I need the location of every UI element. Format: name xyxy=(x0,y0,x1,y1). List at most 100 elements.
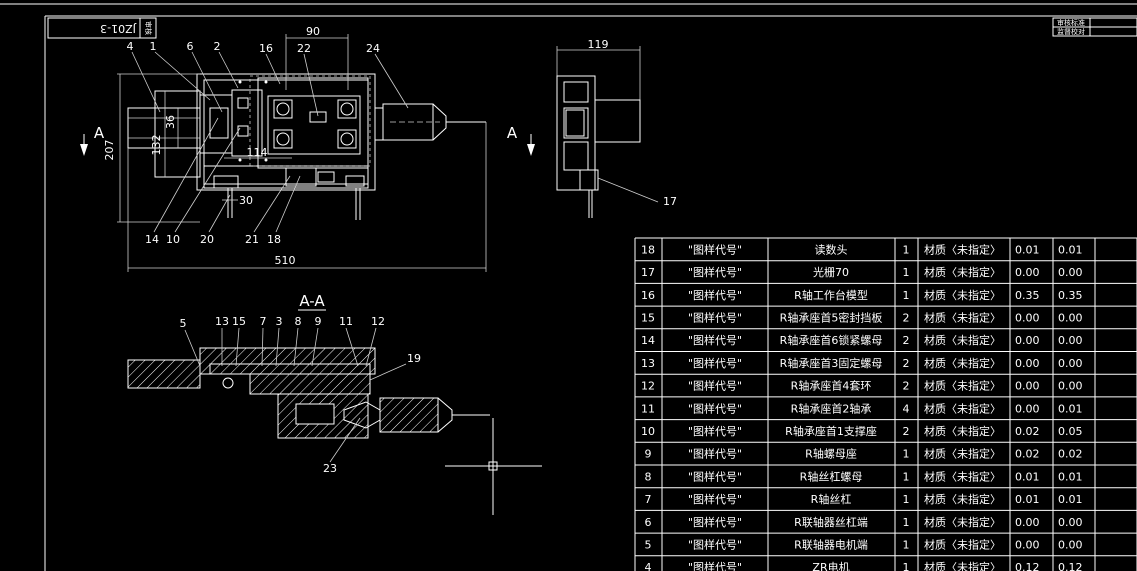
bom-cell-no: 6 xyxy=(645,516,652,529)
bom-cell-qty: 2 xyxy=(903,311,910,324)
balloon-7: 7 xyxy=(260,315,267,328)
bom-cell-w1: 0.00 xyxy=(1015,402,1040,415)
title-block-corner: 审核标准 监督校对 xyxy=(1052,17,1137,37)
bom-cell-w2: 0.05 xyxy=(1058,425,1083,438)
bom-cell-w2: 0.01 xyxy=(1058,470,1083,483)
dim-36: 36 xyxy=(164,115,177,129)
bom-cell-no: 10 xyxy=(641,425,655,438)
bom-cell-qty: 1 xyxy=(903,266,910,279)
balloon-6: 6 xyxy=(187,40,194,53)
dim-90: 90 xyxy=(306,25,320,38)
bom-cell-qty: 1 xyxy=(903,561,910,571)
balloon-24: 24 xyxy=(366,42,380,55)
bom-cell-code: "图样代号" xyxy=(688,447,742,461)
balloon-15: 15 xyxy=(232,315,246,328)
balloon-21: 21 xyxy=(245,233,259,246)
bom-cell-w1: 0.00 xyxy=(1015,516,1040,529)
bom-cell-code: "图样代号" xyxy=(688,288,742,302)
bom-cell-w2: 0.01 xyxy=(1058,402,1083,415)
section-mark-right: A xyxy=(507,124,518,142)
balloon-13: 13 xyxy=(215,315,229,328)
bom-cell-code: "图样代号" xyxy=(688,356,742,370)
bom-cell-code: "图样代号" xyxy=(688,401,742,415)
bom-cell-mat: 材质〈未指定〉 xyxy=(924,401,1001,415)
bom-cell-w2: 0.00 xyxy=(1058,538,1083,551)
bom-cell-w1: 0.02 xyxy=(1015,448,1040,461)
section-title: A-A xyxy=(299,292,325,310)
bom-cell-no: 14 xyxy=(641,334,655,347)
bom-cell-no: 13 xyxy=(641,357,655,370)
bom-cell-name: R轴丝杠 xyxy=(811,492,852,506)
bom-cell-name: R联轴器丝杠端 xyxy=(794,515,868,529)
bom-cell-name: R轴承座首5密封挡板 xyxy=(780,310,883,324)
bom-cell-mat: 材质〈未指定〉 xyxy=(924,515,1001,529)
drawing-code: JZ01-3 xyxy=(100,22,137,35)
bom-cell-w2: 0.00 xyxy=(1058,357,1083,370)
balloon-22: 22 xyxy=(297,42,311,55)
balloon-11: 11 xyxy=(339,315,353,328)
bom-cell-code: "图样代号" xyxy=(688,333,742,347)
bom-cell-no: 17 xyxy=(641,266,655,279)
bom-cell-no: 12 xyxy=(641,380,655,393)
bom-cell-w2: 0.00 xyxy=(1058,380,1083,393)
bom-cell-name: R轴承座首1支撑座 xyxy=(785,424,877,438)
bom-cell-code: "图样代号" xyxy=(688,379,742,393)
bom-cell-code: "图样代号" xyxy=(688,515,742,529)
bom-cell-w1: 0.01 xyxy=(1015,243,1040,256)
bom-cell-mat: 材质〈未指定〉 xyxy=(924,447,1001,461)
balloon-17: 17 xyxy=(663,195,677,208)
balloon-8: 8 xyxy=(295,315,302,328)
bom-cell-name: R轴螺母座 xyxy=(805,447,857,461)
bom-cell-no: 16 xyxy=(641,289,655,302)
bom-cell-qty: 1 xyxy=(903,493,910,506)
bom-cell-name: R轴承座首6锁紧螺母 xyxy=(780,333,883,347)
top-view-balloons: 4 1 6 2 16 22 24 14 10 20 21 18 xyxy=(127,40,409,246)
bom-cell-w2: 0.00 xyxy=(1058,516,1083,529)
bom-cell-mat: 材质〈未指定〉 xyxy=(924,537,1001,551)
section-markers: A A xyxy=(80,124,535,156)
bom-cell-mat: 材质〈未指定〉 xyxy=(924,310,1001,324)
bom-cell-code: "图样代号" xyxy=(688,492,742,506)
balloon-1: 1 xyxy=(150,40,157,53)
dim-119: 119 xyxy=(588,38,609,51)
bom-cell-name: R轴承座首3固定螺母 xyxy=(780,356,883,370)
bom-cell-name: R联轴器电机端 xyxy=(794,537,868,551)
bom-cell-w1: 0.12 xyxy=(1015,561,1040,571)
bom-cell-w2: 0.00 xyxy=(1058,311,1083,324)
bom-cell-w1: 0.00 xyxy=(1015,334,1040,347)
bom-cell-w1: 0.00 xyxy=(1015,380,1040,393)
bom-cell-w1: 0.01 xyxy=(1015,470,1040,483)
bom-cell-qty: 1 xyxy=(903,243,910,256)
bom-cell-mat: 材质〈未指定〉 xyxy=(924,469,1001,483)
balloon-14: 14 xyxy=(145,233,159,246)
bom-cell-no: 7 xyxy=(645,493,652,506)
bom-cell-no: 18 xyxy=(641,243,655,256)
bom-cell-qty: 1 xyxy=(903,538,910,551)
bom-cell-qty: 2 xyxy=(903,425,910,438)
section-balloons: 5 13 15 7 3 8 9 11 12 19 23 xyxy=(180,315,422,475)
bom-cell-w1: 0.00 xyxy=(1015,311,1040,324)
bom-cell-w1: 0.00 xyxy=(1015,538,1040,551)
balloon-10: 10 xyxy=(166,233,180,246)
bom-cell-mat: 材质〈未指定〉 xyxy=(924,265,1001,279)
top-view xyxy=(127,73,486,220)
bom-cell-no: 8 xyxy=(645,470,652,483)
bom-cell-w1: 0.02 xyxy=(1015,425,1040,438)
bom-cell-name: ZR电机 xyxy=(812,560,849,571)
bom-cell-w2: 0.00 xyxy=(1058,266,1083,279)
bom-cell-qty: 1 xyxy=(903,470,910,483)
bom-cell-no: 4 xyxy=(645,561,652,571)
section-mark-left: A xyxy=(94,124,105,142)
balloon-20: 20 xyxy=(200,233,214,246)
balloon-19: 19 xyxy=(407,352,421,365)
bom-cell-qty: 1 xyxy=(903,289,910,302)
